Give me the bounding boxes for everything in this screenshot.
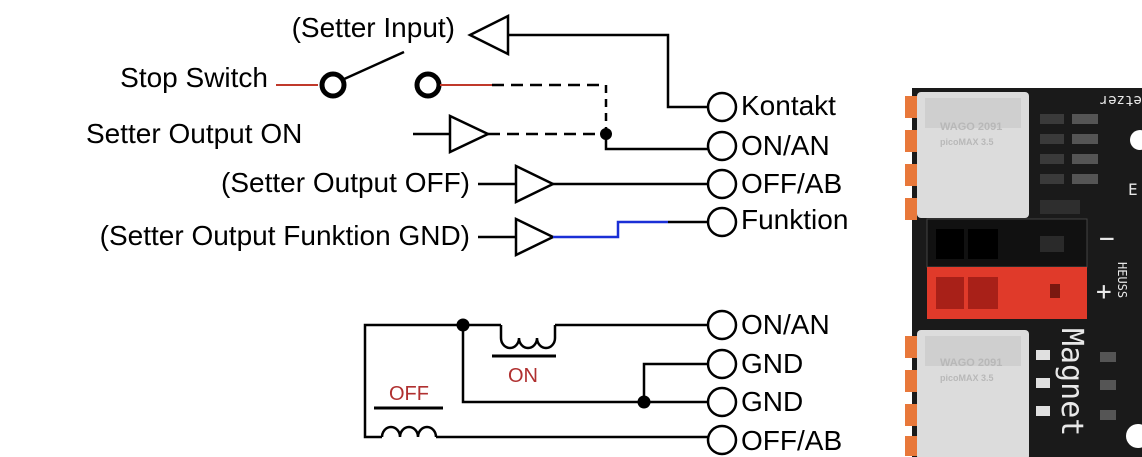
stop-switch-label: Stop Switch [120, 62, 268, 93]
setter-output-on-label: Setter Output ON [86, 118, 302, 149]
setter-output-off-label: (Setter Output OFF) [221, 167, 470, 198]
setter-input-connection [467, 13, 708, 109]
pcb-plus-sign: + [1096, 277, 1112, 307]
setter-output-funktion-connection [478, 217, 708, 257]
wago-connector-bottom: WAGO 2091 picoMAX 3.5 [905, 330, 1029, 457]
terminal-on-an-bottom-label: ON/AN [741, 309, 830, 340]
terminal-off-ab-bottom [706, 424, 738, 456]
setter-output-off-connection [478, 164, 708, 204]
pcb-label-heuss: HEUSS [1115, 262, 1129, 298]
terminal-on-an-bottom [706, 309, 738, 341]
pcb-label-e: E [1128, 180, 1138, 199]
off-coil-label: OFF [389, 383, 429, 405]
terminal-gnd-1-label: GND [741, 348, 803, 379]
terminal-gnd-2 [706, 386, 738, 418]
setter-output-funktion-label: (Setter Output Funktion GND) [100, 220, 470, 251]
wago-top-model: picoMAX 3.5 [940, 137, 994, 147]
on-coil [499, 325, 557, 350]
bottom-terminals [706, 309, 738, 456]
power-connector [926, 218, 1088, 319]
setter-output-funktion-buffer [514, 217, 556, 257]
wago-connector-top: WAGO 2091 picoMAX 3.5 [905, 92, 1029, 220]
terminal-kontakt [706, 91, 738, 123]
wago-top-brand: WAGO 2091 [940, 121, 1002, 133]
terminal-gnd-1 [706, 348, 738, 380]
off-coil [380, 425, 438, 438]
coil-circuit [363, 318, 708, 439]
setter-input-label: (Setter Input) [292, 12, 455, 43]
setter-output-off-buffer [514, 164, 556, 204]
on-coil-label: ON [508, 365, 538, 387]
setter-output-on-buffer [448, 114, 491, 154]
pcb-label-setzer: Setzer [1100, 92, 1142, 108]
terminal-kontakt-label: Kontakt [741, 90, 836, 121]
terminal-off-ab-top [706, 168, 738, 200]
terminal-on-an-top-label: ON/AN [741, 130, 830, 161]
stop-switch [276, 50, 608, 134]
terminal-off-ab-bottom-label: OFF/AB [741, 425, 842, 456]
setter-output-on-connection [413, 114, 708, 154]
wago-bottom-brand: WAGO 2091 [940, 357, 1002, 369]
pcb-minus-sign: − [1099, 224, 1115, 254]
wago-bottom-model: picoMAX 3.5 [940, 373, 994, 383]
terminal-funktion [706, 206, 738, 238]
terminal-funktion-label: Funktion [741, 204, 848, 235]
terminal-gnd-2-label: GND [741, 386, 803, 417]
pcb-board: WAGO 2091 picoMAX 3.5 Setzer E − + HEUSS [905, 88, 1142, 457]
terminal-on-an-top [706, 130, 738, 162]
pcb-label-magnet: Magnet [1054, 328, 1089, 436]
terminal-off-ab-top-label: OFF/AB [741, 168, 842, 199]
setter-input-arrow [467, 13, 510, 57]
top-terminals [706, 91, 738, 238]
